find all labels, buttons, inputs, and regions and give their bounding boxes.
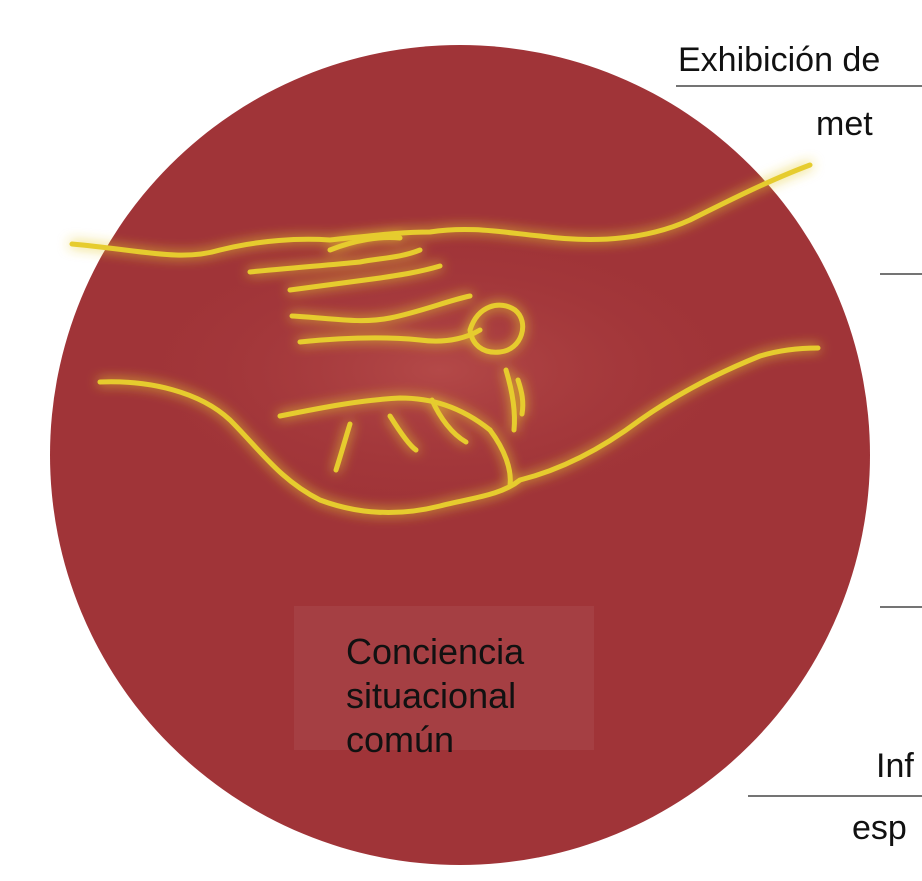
handshake-illustration (69, 162, 821, 516)
side-label-bottom-2: esp (852, 809, 907, 847)
center-label-box (294, 606, 594, 750)
side-label-top-1: Exhibición de (678, 41, 881, 79)
center-label-line-1: Conciencia (346, 631, 525, 672)
center-label: Conciencia situacional común (346, 630, 524, 762)
center-label-line-2: situacional (346, 675, 517, 716)
center-label-line-3: común (346, 719, 455, 760)
side-label-top-2: met (816, 105, 873, 143)
side-label-bottom-1: Inf (876, 747, 914, 785)
